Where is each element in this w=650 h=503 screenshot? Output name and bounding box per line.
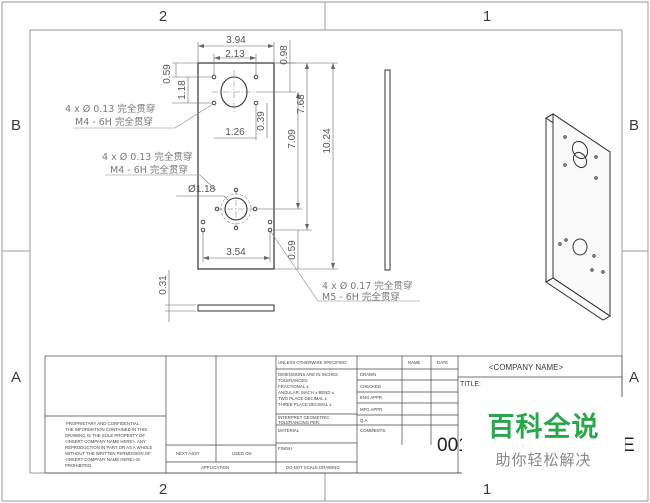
dimension-arrows [198,44,335,269]
tb-next-assy: NEXT ASSY [176,451,200,456]
tb-prop-4: REPRODUCTION IN PART OR AS A WHOLE [65,445,153,450]
tb-material: MATERIAL [278,428,300,433]
tb-comments: COMMENTS: [360,428,386,433]
tb-dims-5: TWO PLACE DECIMAL ± [278,396,328,401]
dim-768: 7.68 [296,94,307,114]
tb-do-not-scale: DO NOT SCALE DRAWING [286,465,340,470]
tb-date: DATE [437,360,448,365]
tb-dims-1: DIMENSIONS ARE IN INCHES [278,372,338,377]
tb-prop-2: DRAWING IS THE SOLE PROPERTY OF [65,433,145,438]
zone-right-a: A [629,369,639,386]
tb-prop-6: <INSERT COMPANY NAME HERE> IS [65,457,140,462]
dimension-lines [172,40,338,270]
watermark: 百科全说 助你轻松解决 [462,397,625,475]
watermark-title: 百科全说 [487,412,600,443]
callout-2-line1: 4 x Ø 0.13 完全贯穿 [102,151,192,163]
tb-checked: CHECKED [360,384,381,389]
tb-name: NAME [408,360,421,365]
tb-prop-5: WITHOUT THE WRITTEN PERMISSION OF [65,451,151,456]
callout-3-line1: 4 x Ø 0.17 完全贯穿 [322,280,412,292]
tb-title-label: TITLE: [460,381,481,388]
callout-3-line2: M5 - 6H 完全贯穿 [322,291,400,303]
callout-1-line1: 4 x Ø 0.13 完全贯穿 [65,103,155,115]
tb-used-on: USED ON [232,451,252,456]
bottom-view-plate [197,304,275,312]
dim-left-059: 0.59 [162,64,173,84]
tb-tolerancing: TOLERANCING PER: [278,420,320,425]
dim-039: 0.39 [256,111,267,131]
tb-proprietary: PROPRIETARY AND CONFIDENTIAL [66,421,140,426]
front-view [197,62,275,270]
dim-top-edge-hole: 0.98 [279,45,290,65]
part-number: 001 [437,435,469,456]
dim-bottom-059: 0.59 [287,240,298,260]
tb-unless: UNLESS OTHERWISE SPECIFIED: [278,360,347,365]
tb-interpret: INTERPRET GEOMETRIC [278,415,330,420]
tb-dims-4: ANGULAR: MACH ± BEND ± [278,390,335,395]
watermark-subtitle: 助你轻松解决 [495,451,592,469]
zone-top-1: 1 [483,8,491,25]
thickness-dim [165,270,196,322]
tb-dims-3: FRACTIONAL ± [278,384,309,389]
tb-drawn: DRAWN [360,372,376,377]
part-suffix: E [622,435,635,456]
tb-company: <COMPANY NAME> [489,363,564,372]
dim-126: 1.26 [225,127,245,138]
upper-small-holes [211,74,259,106]
callout-1-line2: M4 - 6H 完全贯穿 [75,116,153,128]
zone-right-b: B [629,117,639,134]
dim-thickness: 0.31 [158,275,169,295]
isometric-view [545,113,611,321]
tb-prop-1: THE INFORMATION CONTAINED IN THIS [65,427,147,432]
zone-bottom-1: 1 [483,481,491,498]
tb-prop-7: PROHIBITED. [65,463,92,468]
dim-overall-width: 3.94 [226,35,246,46]
dim-overall-height: 10.24 [322,128,333,153]
side-view-plate [384,69,391,271]
zone-left-a: A [11,369,21,386]
tb-application: APPLICATION [201,465,229,470]
dim-center-diameter: Ø1.18 [188,184,216,195]
zone-bottom-2: 2 [159,481,167,498]
dim-709: 7.09 [287,129,298,149]
zone-left-b: B [11,117,21,134]
tb-dims-2: TOLERANCES: [278,378,308,383]
zone-top-2: 2 [159,8,167,25]
plate-outline [197,62,275,270]
dim-hole-spacing: 2.13 [225,49,245,60]
tb-dims-6: THREE PLACE DECIMAL ± [278,402,332,407]
tb-mfg-appr: MFG APPR. [360,407,383,412]
tb-prop-3: <INSERT COMPANY NAME HERE>. ANY [65,439,146,444]
tb-eng-appr: ENG APPR. [360,395,383,400]
callout-2-line2: M4 - 6H 完全贯穿 [110,164,188,176]
tb-finish: FINISH [278,446,292,451]
dim-bottom-spacing: 3.54 [226,247,246,258]
callout-leaders [73,103,420,302]
dim-left-118: 1.18 [177,80,188,100]
tb-qa: Q.A. [360,418,369,423]
